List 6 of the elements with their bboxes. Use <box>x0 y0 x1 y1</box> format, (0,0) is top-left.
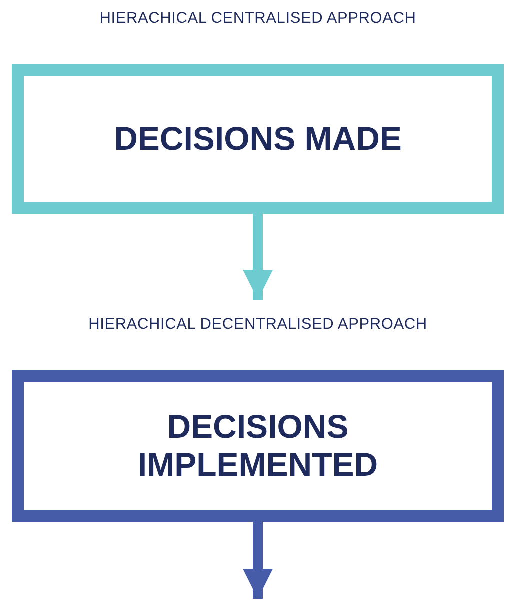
box-heading: HIERACHICAL DECENTRALISED APPROACH <box>88 315 428 335</box>
box-title: DECISIONS IMPLEMENTED <box>136 408 380 484</box>
arrow <box>243 522 273 599</box>
box-heading: HIERACHICAL CENTRALISED APPROACH <box>98 9 418 29</box>
arrow <box>243 214 273 300</box>
box-title: DECISIONS MADE <box>113 120 403 158</box>
